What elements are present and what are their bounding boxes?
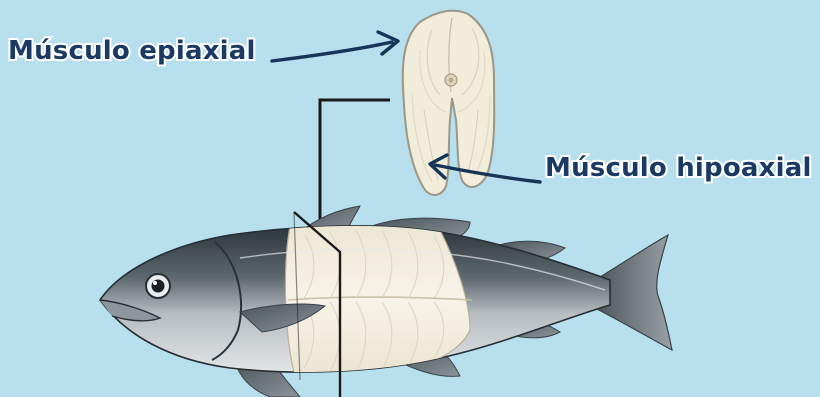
epiaxial-muscle-label: Músculo epiaxial — [8, 38, 256, 64]
exposed-muscle — [285, 223, 470, 376]
fish — [100, 206, 672, 397]
epiaxial-arrow — [272, 32, 398, 61]
hipoaxial-muscle-label: Músculo hipoaxial — [545, 155, 812, 181]
